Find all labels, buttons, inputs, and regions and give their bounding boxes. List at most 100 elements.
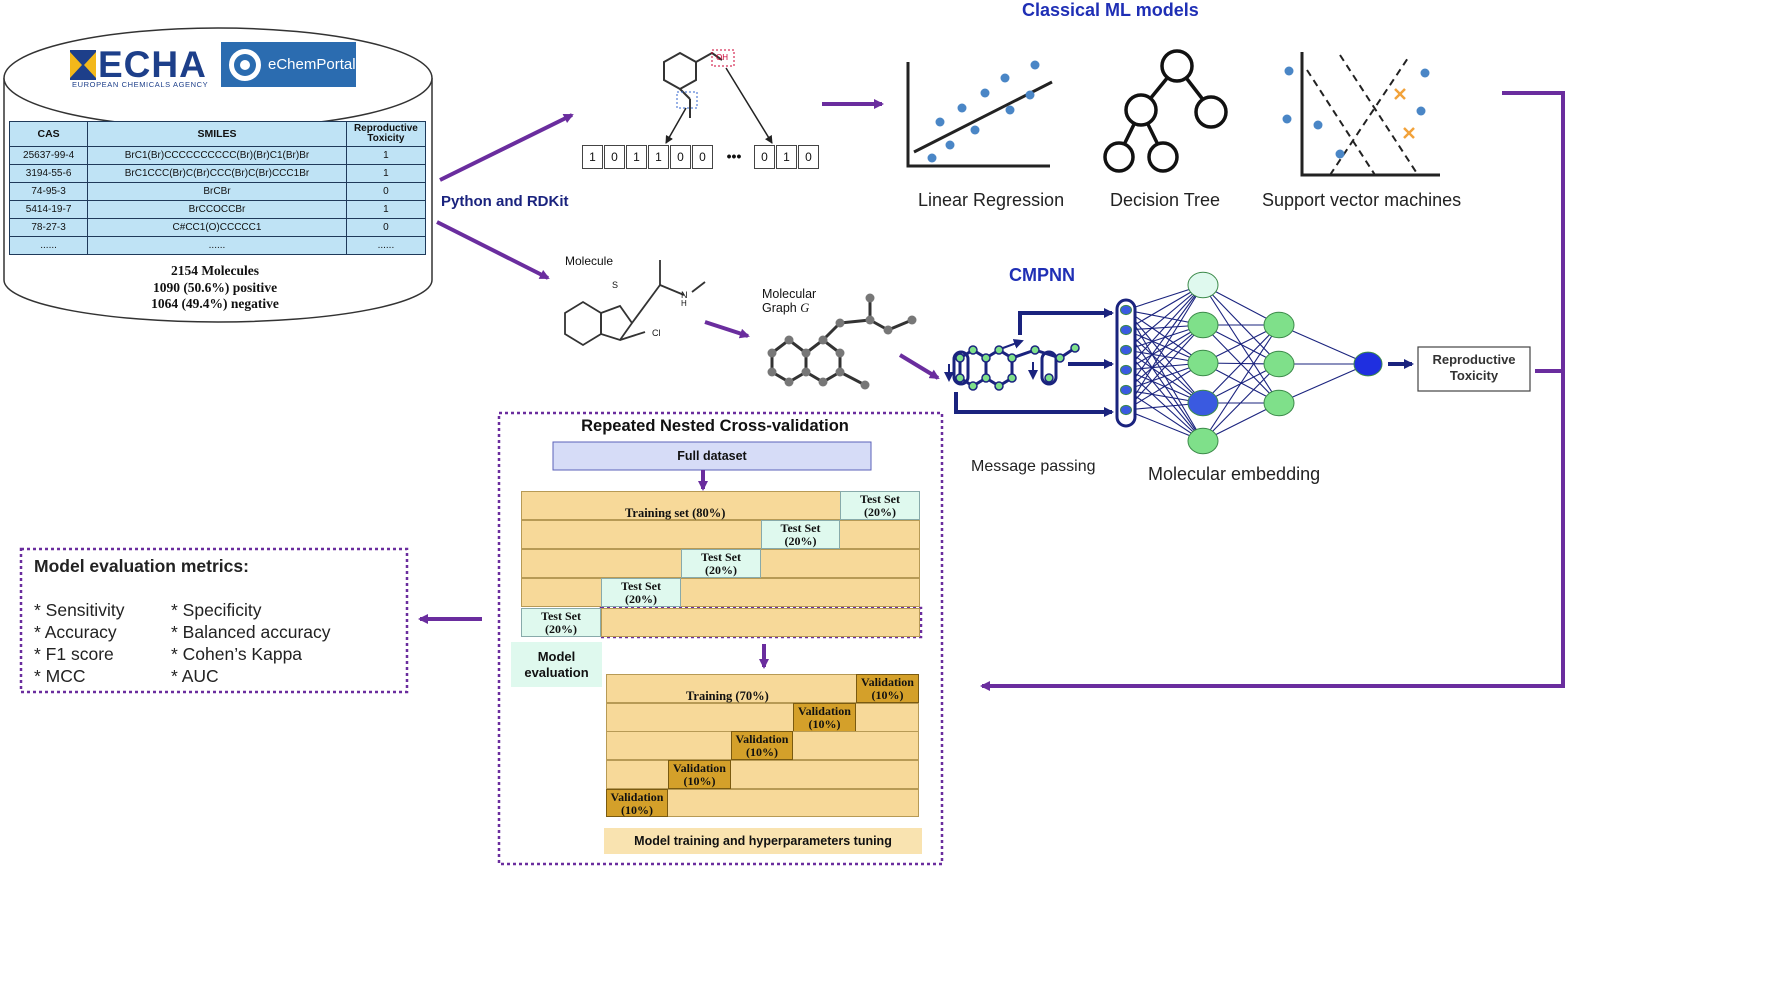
echa-logo-text: ECHA [98, 44, 207, 85]
arrow-to-fingerprint [439, 113, 574, 182]
nn-hidden-node [1187, 349, 1219, 377]
inner-fold-row [606, 703, 919, 732]
echemportal-logo-icon [221, 42, 356, 87]
molecular-graph-label-word: Graph [762, 301, 797, 315]
nn-edge [1202, 363, 1280, 442]
validation-percent: (10%) [746, 745, 778, 759]
fingerprint-atom-label: OH [716, 53, 728, 62]
python-rdkit-label: Python and RDKit [441, 193, 569, 210]
validation-text: Validation [798, 704, 851, 718]
inner-fold-row [606, 760, 919, 789]
svm-plot [1282, 52, 1440, 177]
atom-s-label: S [612, 280, 619, 290]
validation-block: Validation(10%) [793, 703, 856, 732]
fingerprint-pointer-right [725, 67, 773, 144]
table-cell: ...... [87, 236, 347, 255]
message-passing-graphic [944, 339, 1080, 391]
test-set-block: Test Set(20%) [601, 578, 681, 607]
cv-frame [497, 411, 944, 866]
metric-f1: * F1 score [34, 644, 114, 664]
nn-hidden-node [1187, 389, 1219, 417]
molecular-graph [767, 293, 917, 390]
test-set-text: Test Set [541, 609, 581, 623]
table-cell: ...... [345, 236, 427, 255]
nn-input-node [1120, 384, 1132, 396]
test-set-percent: (20%) [864, 505, 896, 519]
table-cell: 1 [345, 146, 427, 165]
test-set-block: Test Set(20%) [761, 520, 840, 549]
table-cell: C#CC1(O)CCCCC1 [87, 218, 347, 237]
table-cell: BrC1CCC(Br)C(Br)CCC(Br)C(Br)CCC1Br [87, 164, 347, 183]
table-cell: 5414-19-7 [8, 200, 89, 219]
decision-tree-plot [1103, 49, 1228, 173]
fingerprint-ellipsis: ••• [726, 148, 742, 164]
classical-title: Classical ML models [1022, 0, 1199, 20]
metric-balanced-accuracy: * Balanced accuracy [171, 622, 331, 642]
nn-edge [1125, 389, 1204, 442]
arrow-to-molecule [436, 220, 550, 280]
molecular-graph-symbol: G [800, 301, 810, 315]
nn-edge [1202, 324, 1280, 442]
table-cell: BrCCOCCBr [87, 200, 347, 219]
nn-edge [1125, 349, 1204, 442]
validation-text: Validation [673, 761, 726, 775]
outer-fold-row [521, 520, 920, 549]
cv-title: Repeated Nested Cross-validation [581, 417, 849, 435]
metric-cohens-kappa: * Cohen’s Kappa [171, 644, 303, 664]
dataset-table: CAS SMILES Reproductive Toxicity 25637-9… [8, 121, 427, 255]
nn-input-node [1120, 304, 1132, 316]
table-header-row: CAS SMILES Reproductive Toxicity [8, 121, 427, 147]
molecule-structure [564, 260, 706, 347]
output-box [1417, 346, 1531, 392]
nn-hidden-node [1187, 427, 1219, 455]
metrics-title: Model evaluation metrics: [34, 556, 249, 576]
summary-molecules: 2154 Molecules [170, 263, 260, 278]
tuning-label: Model training and hyperparameters tunin… [604, 828, 922, 854]
model-svm: Support vector machines [1262, 190, 1462, 210]
validation-percent: (10%) [621, 803, 653, 817]
atom-h-label: H [681, 299, 687, 308]
nn-edge [1125, 329, 1204, 442]
table-cell: 3194-55-6 [8, 164, 89, 183]
arrow-to-graph [704, 320, 750, 339]
test-set-block: Test Set(20%) [681, 549, 761, 578]
message-passing-label: Message passing [971, 458, 1096, 475]
table-cell: ...... [8, 236, 89, 255]
fingerprint-highlight-oh [711, 49, 735, 67]
molecular-graph-label-line1: Molecular [762, 287, 817, 301]
cmpnn-title: CMPNN [1009, 265, 1075, 285]
linear-regression-plot [906, 60, 1053, 168]
fingerprint-molecule [663, 51, 723, 118]
nn-edge [1125, 284, 1204, 391]
training-set-label: Training set (80%) [625, 506, 726, 520]
test-set-percent: (20%) [784, 534, 817, 548]
atom-n-label: N [681, 290, 688, 300]
nn-edge [1125, 284, 1204, 331]
arrow-to-cmpnn [898, 353, 940, 380]
nn-edge [1125, 324, 1204, 391]
message-connectors [954, 308, 1114, 417]
test-set-block: Test Set(20%) [840, 491, 920, 520]
table-cell: 78-27-3 [8, 218, 89, 237]
test-set-percent: (20%) [625, 592, 657, 606]
fingerprint-bit: 1 [776, 145, 797, 169]
table-cell: 74-95-3 [8, 182, 89, 201]
test-set-text: Test Set [701, 550, 741, 564]
neural-network [1115, 271, 1414, 455]
nn-hidden-node [1263, 311, 1295, 339]
metric-sensitivity: * Sensitivity [34, 600, 125, 620]
table-cell: 0 [345, 182, 427, 201]
nn-output-node [1353, 351, 1383, 377]
table-cell: BrCBr [87, 182, 347, 201]
nn-input-node [1120, 324, 1132, 336]
molecular-graph-label-line2: Graph G [762, 301, 816, 315]
arrow-to-cv [980, 91, 1565, 691]
metrics-frame [19, 547, 409, 694]
validation-text: Validation [861, 675, 914, 689]
test-set-text: Test Set [621, 579, 661, 593]
molecule-label: Molecule [565, 254, 614, 268]
fingerprint-bit: 0 [692, 145, 713, 169]
